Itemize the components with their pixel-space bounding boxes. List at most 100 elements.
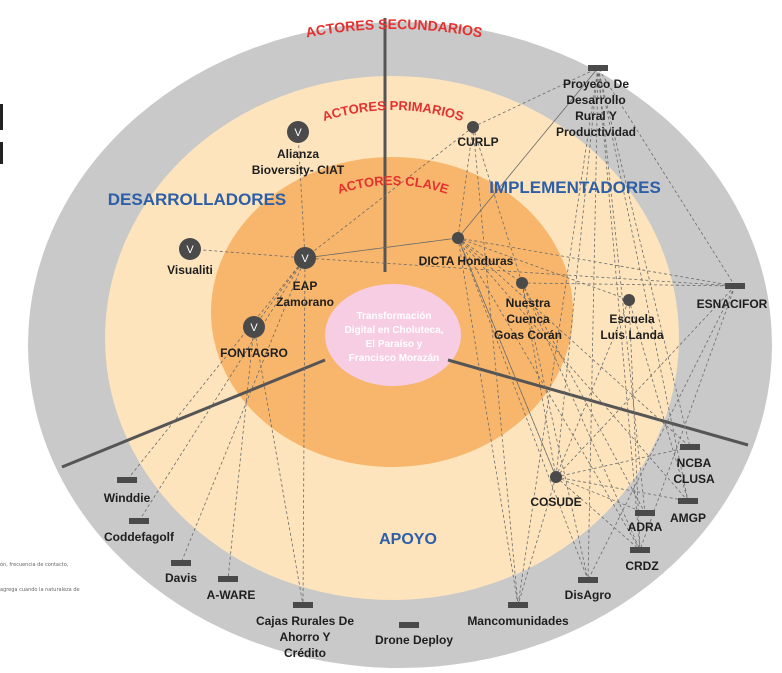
link-dicta-disagro [457, 237, 589, 581]
actor-coddefagolf: Coddefagolf [104, 518, 175, 544]
link-proyecto-ncba [597, 67, 691, 448]
actor-esnacifor: ESNACIFOR [697, 283, 768, 311]
actor-label-ncba-1: CLUSA [673, 472, 715, 486]
link-proyecto-crdz [597, 67, 641, 551]
sector-label-implementers: IMPLEMENTADORES [489, 178, 661, 197]
link-dicta-ncba [457, 237, 691, 448]
center-line-1: Transformación [356, 311, 431, 322]
actor-label-nuestra-0: Nuestra [506, 296, 551, 310]
actor-label-aware-0: A-WARE [207, 588, 256, 602]
link-cosude-amgp [555, 476, 689, 502]
actor-label-cajas-1: Ahorro Y [279, 630, 330, 644]
actor-label-esnacifor-0: ESNACIFOR [697, 297, 768, 311]
actor-label-proyecto-3: Productividad [556, 125, 636, 139]
actor-adra: ADRA [628, 510, 663, 534]
link-eap-coddefagolf [138, 257, 306, 522]
actor-marker-bar [635, 510, 655, 516]
link-esnacifor-crdz [639, 285, 736, 551]
actor-label-nuestra-1: Cuenca [506, 312, 550, 326]
actor-marker-bar [117, 477, 137, 483]
side-bar-top [0, 104, 3, 130]
actor-disagro: DisAgro [565, 577, 612, 602]
actor-ncba: NCBA CLUSA [673, 444, 715, 486]
link-dicta-esnacifor [457, 237, 736, 287]
actor-label-winddie-0: Winddie [104, 491, 151, 505]
link-eap-cajas [302, 257, 306, 606]
link-eap-dicta [304, 237, 459, 259]
actor-label-cosude-0: COSUDE [530, 495, 581, 509]
actor-label-disagro-0: DisAgro [565, 588, 612, 602]
actor-davis: Davis [165, 560, 197, 585]
link-nuestra-adra [521, 282, 646, 514]
actor-marker-bar [578, 577, 598, 583]
actor-label-proyecto-2: Rural Y [575, 109, 617, 123]
actor-amgp: AMGP [670, 498, 706, 525]
actor-winddie: Winddie [104, 477, 151, 505]
actor-label-eap-1: Zamorano [276, 295, 334, 309]
link-eap-fontagro [253, 257, 306, 328]
link-cosude-escuela [555, 299, 630, 478]
actor-label-escuela-0: Escuela [609, 312, 655, 326]
actor-label-cajas-2: Crédito [284, 646, 326, 660]
actor-marker-bar [293, 602, 313, 608]
actor-label-escuela-1: Luis Landa [600, 328, 664, 342]
actor-marker-bar [588, 65, 608, 71]
link-curlp-eap [304, 126, 474, 259]
actor-marker-dot [550, 471, 562, 483]
link-proyecto-dicta [457, 67, 599, 239]
actor-marker-v [179, 238, 201, 260]
actor-label-cajas-0: Cajas Rurales De [256, 614, 354, 628]
link-nuestra-disagro [521, 282, 589, 581]
actor-visualiti: V Visualiti [167, 238, 213, 277]
actor-aware: A-WARE [207, 576, 256, 602]
actor-label-adra-0: ADRA [628, 520, 663, 534]
actor-label-ncba-0: NCBA [677, 456, 712, 470]
link-dicta-mancomunidades [457, 237, 519, 606]
actor-marker-bar [129, 518, 149, 524]
sector-label-support: APOYO [379, 531, 437, 548]
center-circle [325, 284, 461, 386]
link-curlp-proyecto [472, 67, 599, 128]
actor-marker-bar [678, 498, 698, 504]
actor-label-davis-0: Davis [165, 571, 197, 585]
actor-marker-dot [452, 232, 464, 244]
link-eap-alianza [297, 131, 306, 259]
side-note-2: agrega cuando la naturaleza de [0, 587, 80, 593]
actor-marker-bar [508, 602, 528, 608]
link-proyecto-cosude [555, 67, 599, 478]
link-dicta-curlp [457, 126, 474, 239]
actor-label-drone-0: Drone Deploy [375, 633, 453, 647]
actor-label-dicta-0: DICTA Honduras [419, 254, 514, 268]
actor-label-alianza-1: Bioversity- CIAT [252, 163, 345, 177]
link-dicta-nuestra [457, 237, 523, 284]
actor-marker-bar [680, 444, 700, 450]
actor-label-amgp-0: AMGP [670, 511, 706, 525]
v-icon: V [301, 253, 309, 265]
actor-marker-v [294, 247, 316, 269]
actor-marker-dot [623, 294, 635, 306]
sector-label-developers: DESARROLLADORES [108, 190, 287, 209]
v-icon: V [294, 127, 302, 139]
link-esnacifor-proyecto [597, 67, 736, 287]
center-label: Transformación Digital en Choluteca, El … [345, 311, 444, 364]
actor-label-nuestra-2: Goas Corán [494, 328, 562, 342]
v-icon: V [186, 244, 194, 256]
links [126, 67, 736, 606]
actor-mancomunidades: Mancomunidades [467, 602, 569, 628]
divider-left [61, 358, 326, 469]
link-eap-visualiti [189, 248, 306, 259]
link-proyecto-disagro [587, 67, 599, 581]
actor-label-coddefagolf-0: Coddefagolf [104, 530, 175, 544]
actor-label-visualiti-0: Visualiti [167, 263, 213, 277]
actor-label-mancomunidades-0: Mancomunidades [467, 614, 569, 628]
actor-marker-dot [467, 121, 479, 133]
actor-marker-bar [630, 547, 650, 553]
actor-curlp: CURLP [457, 121, 499, 149]
actor-label-proyecto-1: Desarrollo [566, 93, 625, 107]
